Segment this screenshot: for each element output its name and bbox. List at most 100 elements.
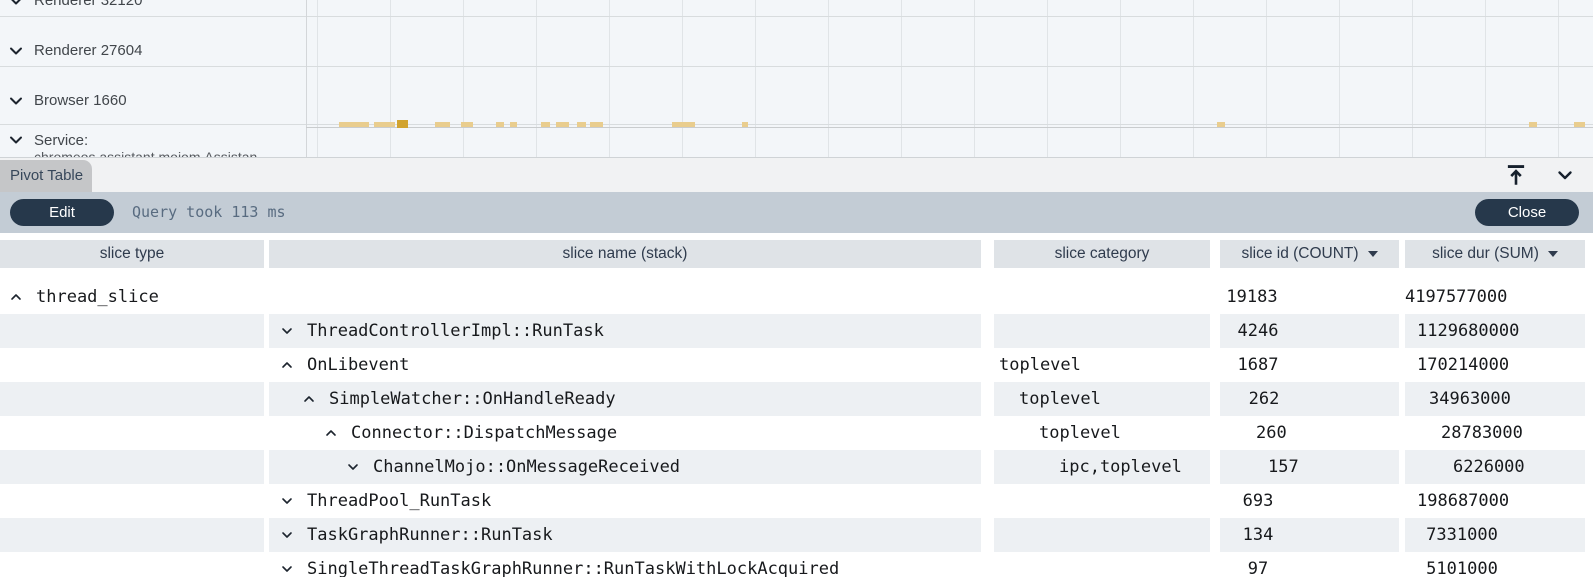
grid-line bbox=[1266, 0, 1267, 157]
column-header-category[interactable]: slice category bbox=[994, 240, 1210, 268]
grid-line bbox=[317, 0, 318, 157]
table-row: thread_slice 19183 4197577000 bbox=[0, 280, 1593, 314]
cell-slice-category bbox=[994, 280, 1210, 314]
expand-chevron[interactable] bbox=[279, 357, 307, 373]
grid-line bbox=[390, 0, 391, 157]
cell-slice-name: TaskGraphRunner::RunTask bbox=[269, 518, 981, 552]
cell-slice-type bbox=[0, 552, 264, 577]
expand-chevron[interactable] bbox=[279, 527, 307, 543]
close-button[interactable]: Close bbox=[1475, 199, 1579, 226]
cell-slice-category bbox=[994, 518, 1210, 552]
track-expand-chevron[interactable] bbox=[6, 130, 26, 150]
grid-line bbox=[1485, 0, 1486, 157]
grid-line bbox=[1120, 0, 1121, 157]
expand-chevron[interactable] bbox=[279, 323, 307, 339]
expand-chevron[interactable] bbox=[279, 493, 307, 509]
cell-slice-type: thread_slice bbox=[0, 280, 264, 314]
sort-descending-icon[interactable] bbox=[1547, 251, 1558, 257]
grid-line bbox=[1558, 0, 1559, 157]
trace-slice[interactable] bbox=[742, 122, 748, 127]
column-header-type[interactable]: slice type bbox=[0, 240, 264, 268]
column-header-name[interactable]: slice name (stack) bbox=[269, 240, 981, 268]
trace-slice[interactable] bbox=[1574, 122, 1585, 127]
track-expand-chevron[interactable] bbox=[6, 0, 26, 11]
trace-slice[interactable] bbox=[435, 122, 450, 127]
grid-line bbox=[536, 0, 537, 157]
trace-slice[interactable] bbox=[590, 122, 603, 127]
trace-slice[interactable] bbox=[339, 122, 369, 127]
expand-chevron[interactable] bbox=[8, 289, 36, 305]
trace-slice[interactable] bbox=[374, 122, 395, 127]
trace-slice[interactable] bbox=[541, 122, 550, 127]
cell-slice-type bbox=[0, 484, 264, 518]
grid-line bbox=[901, 0, 902, 157]
column-header-id[interactable]: slice id (COUNT) bbox=[1220, 240, 1399, 268]
cell-slice-id-count: 4246 bbox=[1220, 314, 1399, 348]
expand-chevron[interactable] bbox=[345, 459, 373, 475]
cell-slice-name: OnLibevent bbox=[269, 348, 981, 382]
cell-slice-dur-sum: 4197577000 bbox=[1405, 287, 1508, 307]
grid-line bbox=[1339, 0, 1340, 157]
expand-chevron[interactable] bbox=[301, 391, 329, 407]
track-label[interactable]: Browser 1660 bbox=[34, 92, 127, 109]
trace-slice[interactable] bbox=[510, 122, 517, 127]
table-row: ChannelMojo::OnMessageReceived ipc,toplev… bbox=[0, 450, 1593, 484]
trace-slice[interactable] bbox=[496, 122, 504, 127]
track-label[interactable]: Service:chromeos.assistant.mojom.Assista… bbox=[34, 132, 258, 158]
cell-slice-dur-sum: 28783000 bbox=[1441, 423, 1523, 443]
cell-slice-id-count: 262 bbox=[1220, 382, 1399, 416]
cell-slice-dur-sum: 6226000 bbox=[1405, 450, 1585, 484]
track-separator bbox=[0, 124, 1593, 125]
tab-pivot-table[interactable]: Pivot Table bbox=[0, 160, 92, 192]
trace-slice[interactable] bbox=[672, 122, 695, 127]
cell-slice-dur-sum: 7331000 bbox=[1405, 518, 1585, 552]
track-expand-chevron[interactable] bbox=[6, 41, 26, 61]
cell-slice-category: ipc,toplevel bbox=[994, 450, 1210, 484]
cell-slice-id-count: 1687 bbox=[1237, 355, 1279, 375]
cell-slice-name: SingleThreadTaskGraphRunner::RunTaskWith… bbox=[269, 552, 981, 577]
cell-slice-name bbox=[269, 280, 981, 314]
cell-slice-id-count: 260 bbox=[1256, 423, 1287, 443]
cell-slice-dur-sum: 34963000 bbox=[1405, 382, 1585, 416]
trace-slice[interactable] bbox=[577, 122, 586, 127]
column-header-dur[interactable]: slice dur (SUM) bbox=[1405, 240, 1585, 268]
trace-slice[interactable] bbox=[1529, 122, 1537, 127]
cell-slice-category: toplevel bbox=[999, 355, 1081, 375]
cell-slice-id-count: 157 bbox=[1220, 450, 1399, 484]
cell-slice-dur-sum: 5101000 bbox=[1426, 559, 1498, 577]
trace-slice[interactable] bbox=[1217, 122, 1225, 127]
bottom-panel-tabstrip: Pivot Table bbox=[0, 158, 1593, 192]
sort-descending-icon[interactable] bbox=[1367, 251, 1378, 257]
cell-slice-name: ChannelMojo::OnMessageReceived bbox=[269, 450, 981, 484]
track-label[interactable]: Renderer 27604 bbox=[34, 42, 143, 59]
table-row: SingleThreadTaskGraphRunner::RunTaskWith… bbox=[0, 552, 1593, 577]
cell-slice-category bbox=[994, 314, 1210, 348]
cell-slice-dur-sum: 198687000 bbox=[1417, 491, 1510, 511]
track-label[interactable]: Renderer 32120 bbox=[34, 0, 143, 9]
cell-slice-id-count: 19183 bbox=[1226, 287, 1278, 307]
trace-slice[interactable] bbox=[397, 120, 408, 128]
trace-slice[interactable] bbox=[461, 122, 473, 127]
cell-slice-type bbox=[0, 314, 264, 348]
grid-line bbox=[755, 0, 756, 157]
track-separator bbox=[0, 16, 1593, 17]
cell-slice-dur-sum: 170214000 bbox=[1417, 355, 1510, 375]
chevron-down-icon[interactable] bbox=[1553, 163, 1577, 187]
pivot-toolbar: Edit Query took 113 ms Close bbox=[0, 192, 1593, 233]
vertical-align-top-icon[interactable] bbox=[1501, 162, 1531, 188]
grid-line bbox=[609, 0, 610, 157]
grid-line bbox=[1193, 0, 1194, 157]
cell-slice-type bbox=[0, 518, 264, 552]
cell-slice-category: toplevel bbox=[994, 382, 1210, 416]
track-expand-chevron[interactable] bbox=[6, 91, 26, 111]
expand-chevron[interactable] bbox=[279, 561, 307, 577]
trace-slice[interactable] bbox=[556, 122, 569, 127]
expand-chevron[interactable] bbox=[323, 425, 351, 441]
edit-button[interactable]: Edit bbox=[10, 199, 114, 226]
cell-slice-name: ThreadPool_RunTask bbox=[269, 484, 981, 518]
cell-slice-category bbox=[994, 552, 1210, 577]
